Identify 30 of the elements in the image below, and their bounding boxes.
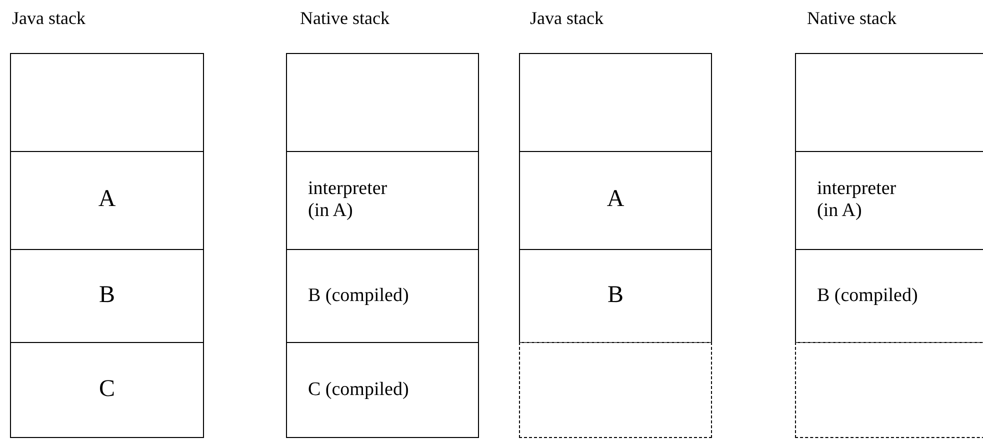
stack-frame-cell — [10, 342, 204, 438]
stack-frame-cell — [10, 151, 204, 250]
stack-frame-cell — [286, 151, 479, 250]
frame-label: B (compiled) — [817, 284, 918, 306]
stack-frame-cell — [10, 249, 204, 343]
stack-heading: Java stack — [530, 8, 604, 29]
frame-label: interpreter (in A) — [817, 178, 898, 222]
stack-frame-cell — [286, 249, 479, 343]
frame-label: B — [98, 282, 115, 310]
stack-frame-cell — [795, 249, 983, 343]
stack-heading: Native stack — [807, 8, 896, 29]
frame-label: interpreter (in A) — [308, 178, 388, 222]
stack-frame-cell — [286, 53, 479, 152]
frame-label: B (compiled) — [308, 284, 409, 306]
frame-label: C — [98, 376, 115, 404]
frame-label: C (compiled) — [308, 378, 409, 400]
stack-heading: Native stack — [300, 8, 390, 29]
frame-label: A — [606, 186, 624, 214]
stack-frame-cell — [795, 53, 983, 152]
stack-frame-cell — [10, 53, 204, 152]
stack-frame-cell — [795, 151, 983, 250]
stack-frame-cell — [519, 249, 712, 343]
stack-frame-cell — [519, 53, 712, 152]
frame-label: B — [607, 282, 624, 310]
stack-frame-cell — [286, 342, 479, 438]
stack-heading: Java stack — [12, 8, 86, 29]
dashed-frame-cell — [519, 342, 712, 438]
stack-frame-cell — [519, 151, 712, 250]
dashed-frame-cell — [795, 342, 983, 438]
frame-label: A — [98, 186, 116, 214]
